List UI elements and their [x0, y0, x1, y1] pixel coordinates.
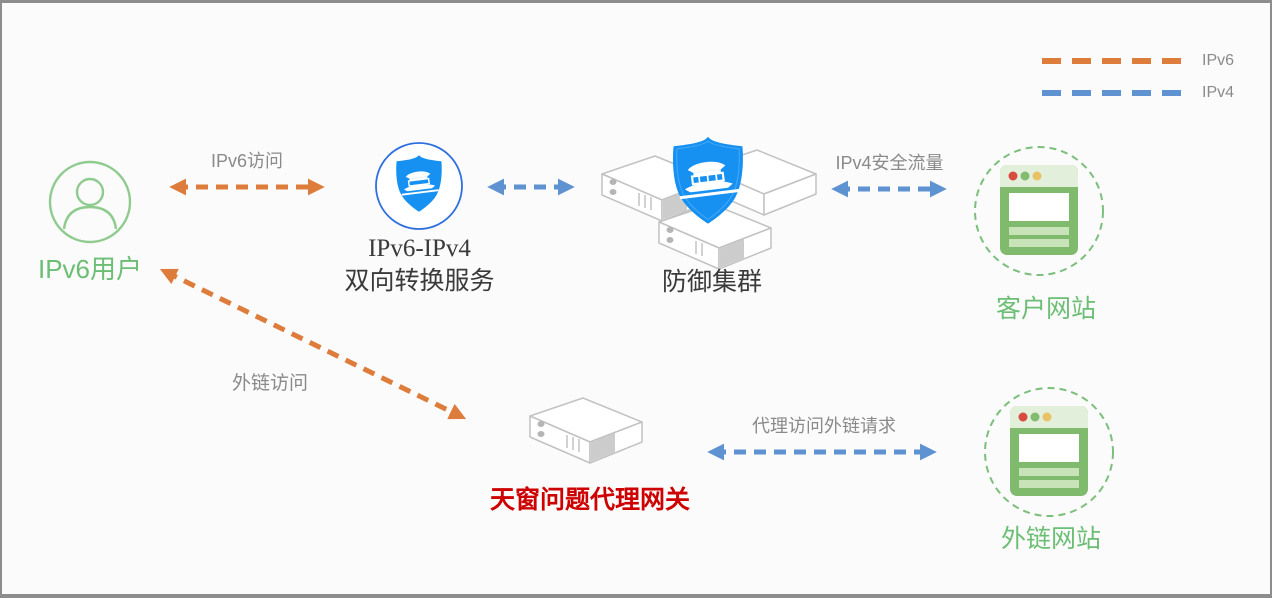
- legend-ipv4-label: IPv4: [1202, 84, 1235, 101]
- edge-ipv6-access-label: IPv6访问: [210, 151, 284, 171]
- proxy-gateway-server-icon: [529, 397, 643, 464]
- edge-converter-cluster-arrow: [487, 178, 575, 196]
- proxy-gateway-node-label: 天窗问题代理网关: [489, 487, 690, 514]
- legend-ipv6-dash-icon: [1042, 58, 1192, 64]
- user-node-label: IPv6用户: [37, 254, 143, 284]
- legend-ipv6-label: IPv6: [1202, 52, 1235, 69]
- edge-proxy-external-request-arrow: [707, 443, 937, 461]
- edge-external-link-access-label: 外链访问: [231, 373, 308, 394]
- edge-proxy-external-request-label: 代理访问外链请求: [752, 416, 896, 436]
- edge-ipv4-secure-traffic-arrow: [831, 180, 947, 198]
- cluster-server-bottom-icon: [658, 203, 772, 270]
- user-icon: [48, 160, 132, 244]
- external-site-icon: [984, 387, 1114, 517]
- legend-ipv4-dash-icon: [1042, 90, 1192, 96]
- cluster-node-label: 防御集群: [661, 269, 762, 296]
- customer-site-node-label: 客户网站: [995, 295, 1096, 323]
- edge-external-link-access-arrow: [159, 268, 467, 420]
- converter-shield-icon: [375, 142, 463, 230]
- cluster-shield-icon: [673, 136, 743, 224]
- edge-ipv4-secure-traffic-label: IPv4安全流量: [835, 153, 944, 173]
- edge-ipv6-access-arrow: [169, 178, 325, 196]
- external-site-node-label: 外链网站: [1000, 525, 1101, 553]
- converter-node-label-line1: IPv6-IPv4: [368, 235, 471, 262]
- customer-site-icon: [974, 146, 1104, 276]
